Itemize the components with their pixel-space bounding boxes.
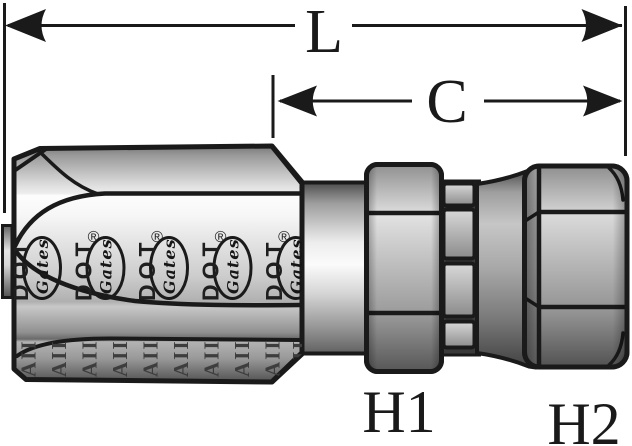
gates-logo-row: Gates Gates Gates Gates Gates <box>22 236 306 300</box>
collar-tab <box>441 181 477 208</box>
shell-contour-bottom <box>14 247 302 308</box>
shell-contour-layline <box>15 336 302 358</box>
gates-logo-ellipse <box>22 236 62 300</box>
shell-contour-top <box>14 191 302 249</box>
layline-marking: AII <box>108 339 132 377</box>
layline-marking: AII <box>139 339 163 377</box>
dot-marking-row: DOT DOT DOT DOT DOT ® ® ® ® <box>7 229 290 301</box>
collar-tab <box>441 261 477 319</box>
gates-logo-text: Gates <box>33 238 52 294</box>
layline-marking: AII <box>261 339 285 377</box>
layline-marking: AII <box>169 339 193 377</box>
swivel-hex-h2 <box>522 163 630 370</box>
gates-logo-ellipse <box>85 236 126 300</box>
registered-trademark-icon: ® <box>151 229 163 246</box>
l-arrow-left-icon <box>5 9 46 42</box>
hose-stub <box>1 224 14 299</box>
gates-logo-text: Gates <box>224 238 243 294</box>
layline-marking: AII <box>47 339 71 377</box>
gates-logo-ellipse <box>149 236 189 300</box>
registered-trademark-icon: ® <box>88 229 100 246</box>
registered-trademark-icon: ® <box>278 229 290 246</box>
gates-logo-text: Gates <box>160 238 179 294</box>
collar-tab <box>441 319 477 350</box>
layline-marking: AII <box>230 339 254 377</box>
shell-chamfer-crease-bottom <box>270 351 302 382</box>
ferrule-shell: Gates Gates Gates Gates Gates DOT DOT DO… <box>7 143 306 385</box>
dot-marking: DOT <box>71 237 97 301</box>
shell-chamfer-crease-top <box>270 146 302 185</box>
swivel-collar-tabs <box>441 181 477 350</box>
l-arrow-right-icon <box>581 9 623 42</box>
dot-marking: DOT <box>134 237 160 301</box>
layline-marking: AII <box>200 339 224 377</box>
hex-nut-h1 <box>364 162 444 374</box>
layline-marking: AII <box>17 339 41 377</box>
gates-logo-ellipse <box>212 236 253 300</box>
gates-logo-ellipse <box>276 236 302 300</box>
dot-marking: DOT <box>198 237 224 301</box>
h1-label: H1 <box>362 379 435 445</box>
layline-marking: AII <box>78 339 102 377</box>
h2-label: H2 <box>547 391 620 446</box>
c-dimension-label: C <box>426 68 467 136</box>
gates-logo-text: Gates <box>97 238 116 294</box>
shell-highlight-curve <box>36 148 100 196</box>
c-arrow-left-icon <box>277 85 317 117</box>
dot-marking: DOT <box>261 237 287 301</box>
layline-marking-row: AII AII AII AII AII AII AII AII AII AII <box>17 339 303 377</box>
dimension-callouts <box>3 3 627 213</box>
dot-marking: DOT <box>7 237 33 301</box>
l-dimension-label: L <box>305 0 343 66</box>
c-arrow-right-icon <box>583 85 623 117</box>
gates-logo-text: Gates <box>287 238 306 294</box>
registered-trademark-icon: ® <box>215 229 227 246</box>
collar-tab <box>441 207 477 261</box>
